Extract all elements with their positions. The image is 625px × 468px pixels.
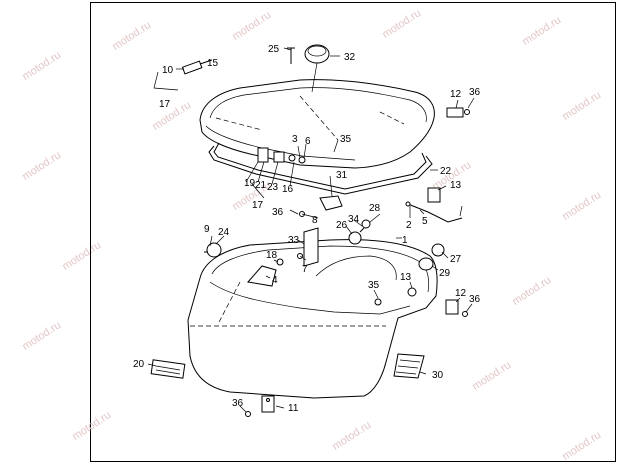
callout-16: 16 [282,184,294,195]
callout-26: 26 [336,220,348,231]
bumper-27 [431,243,445,257]
callout-36-top: 36 [469,87,481,98]
callout-36-mid: 36 [272,207,284,218]
clip-13-lower [407,287,417,297]
vent-20 [150,359,186,379]
leader-lines [147,47,475,413]
callout-36-right: 36 [469,294,481,305]
callout-34: 34 [348,214,360,225]
callout-13-right: 13 [450,180,462,191]
callout-35-lower: 35 [368,280,380,291]
hinge-11 [261,395,275,413]
callout-27: 27 [450,254,462,265]
rivet-35-lower [374,298,382,306]
callout-30: 30 [432,370,444,381]
callout-15: 15 [207,58,219,69]
latch-12-lower [445,299,468,317]
callout-20: 20 [133,359,145,370]
callouts: 10 15 17 25 32 12 36 3 6 35 22 31 19 21 … [133,44,481,414]
callout-29: 29 [439,268,451,279]
latch-13-right [427,187,441,203]
callout-12-top: 12 [450,89,462,100]
bracket-parts [257,147,306,164]
callout-6: 6 [305,136,311,147]
callout-17-mid: 17 [252,200,264,211]
cable-5 [405,201,463,223]
latch-12-top [446,107,470,118]
callout-7: 7 [302,264,308,275]
callout-10: 10 [162,65,174,76]
latch-31 [299,195,343,217]
callout-22: 22 [440,166,452,177]
callout-4: 4 [272,275,278,286]
cap-32 [304,44,330,93]
callout-31: 31 [336,170,348,181]
hinge-pin-10 [181,59,213,75]
callout-3: 3 [292,134,298,145]
pad-30 [393,353,425,379]
callout-2: 2 [406,220,412,231]
callout-9: 9 [204,224,210,235]
callout-24: 24 [218,227,230,238]
callout-1: 1 [402,235,408,246]
screw-36-lower [245,411,251,417]
callout-23: 23 [267,182,279,193]
callout-18: 18 [266,250,278,261]
callout-13-lower: 13 [400,272,412,283]
latch-4 [247,258,284,287]
bumper-29 [418,257,434,271]
callout-35-top: 35 [340,134,352,145]
reflector-24 [204,242,222,258]
callout-33: 33 [288,235,300,246]
lid-shell [199,79,435,169]
callout-17-top: 17 [159,99,171,110]
callout-36-lower: 36 [232,398,244,409]
callout-19: 19 [244,178,256,189]
trim-rail [208,142,433,195]
callout-32: 32 [344,52,356,63]
callout-21: 21 [255,180,267,191]
callout-25: 25 [268,44,280,55]
screw-25 [287,47,295,64]
callout-8: 8 [312,215,318,226]
callout-12-lower: 12 [455,288,467,299]
lock-26-28-34 [348,219,371,245]
callout-5: 5 [422,216,428,227]
callout-11: 11 [288,403,299,414]
callout-28: 28 [369,203,381,214]
